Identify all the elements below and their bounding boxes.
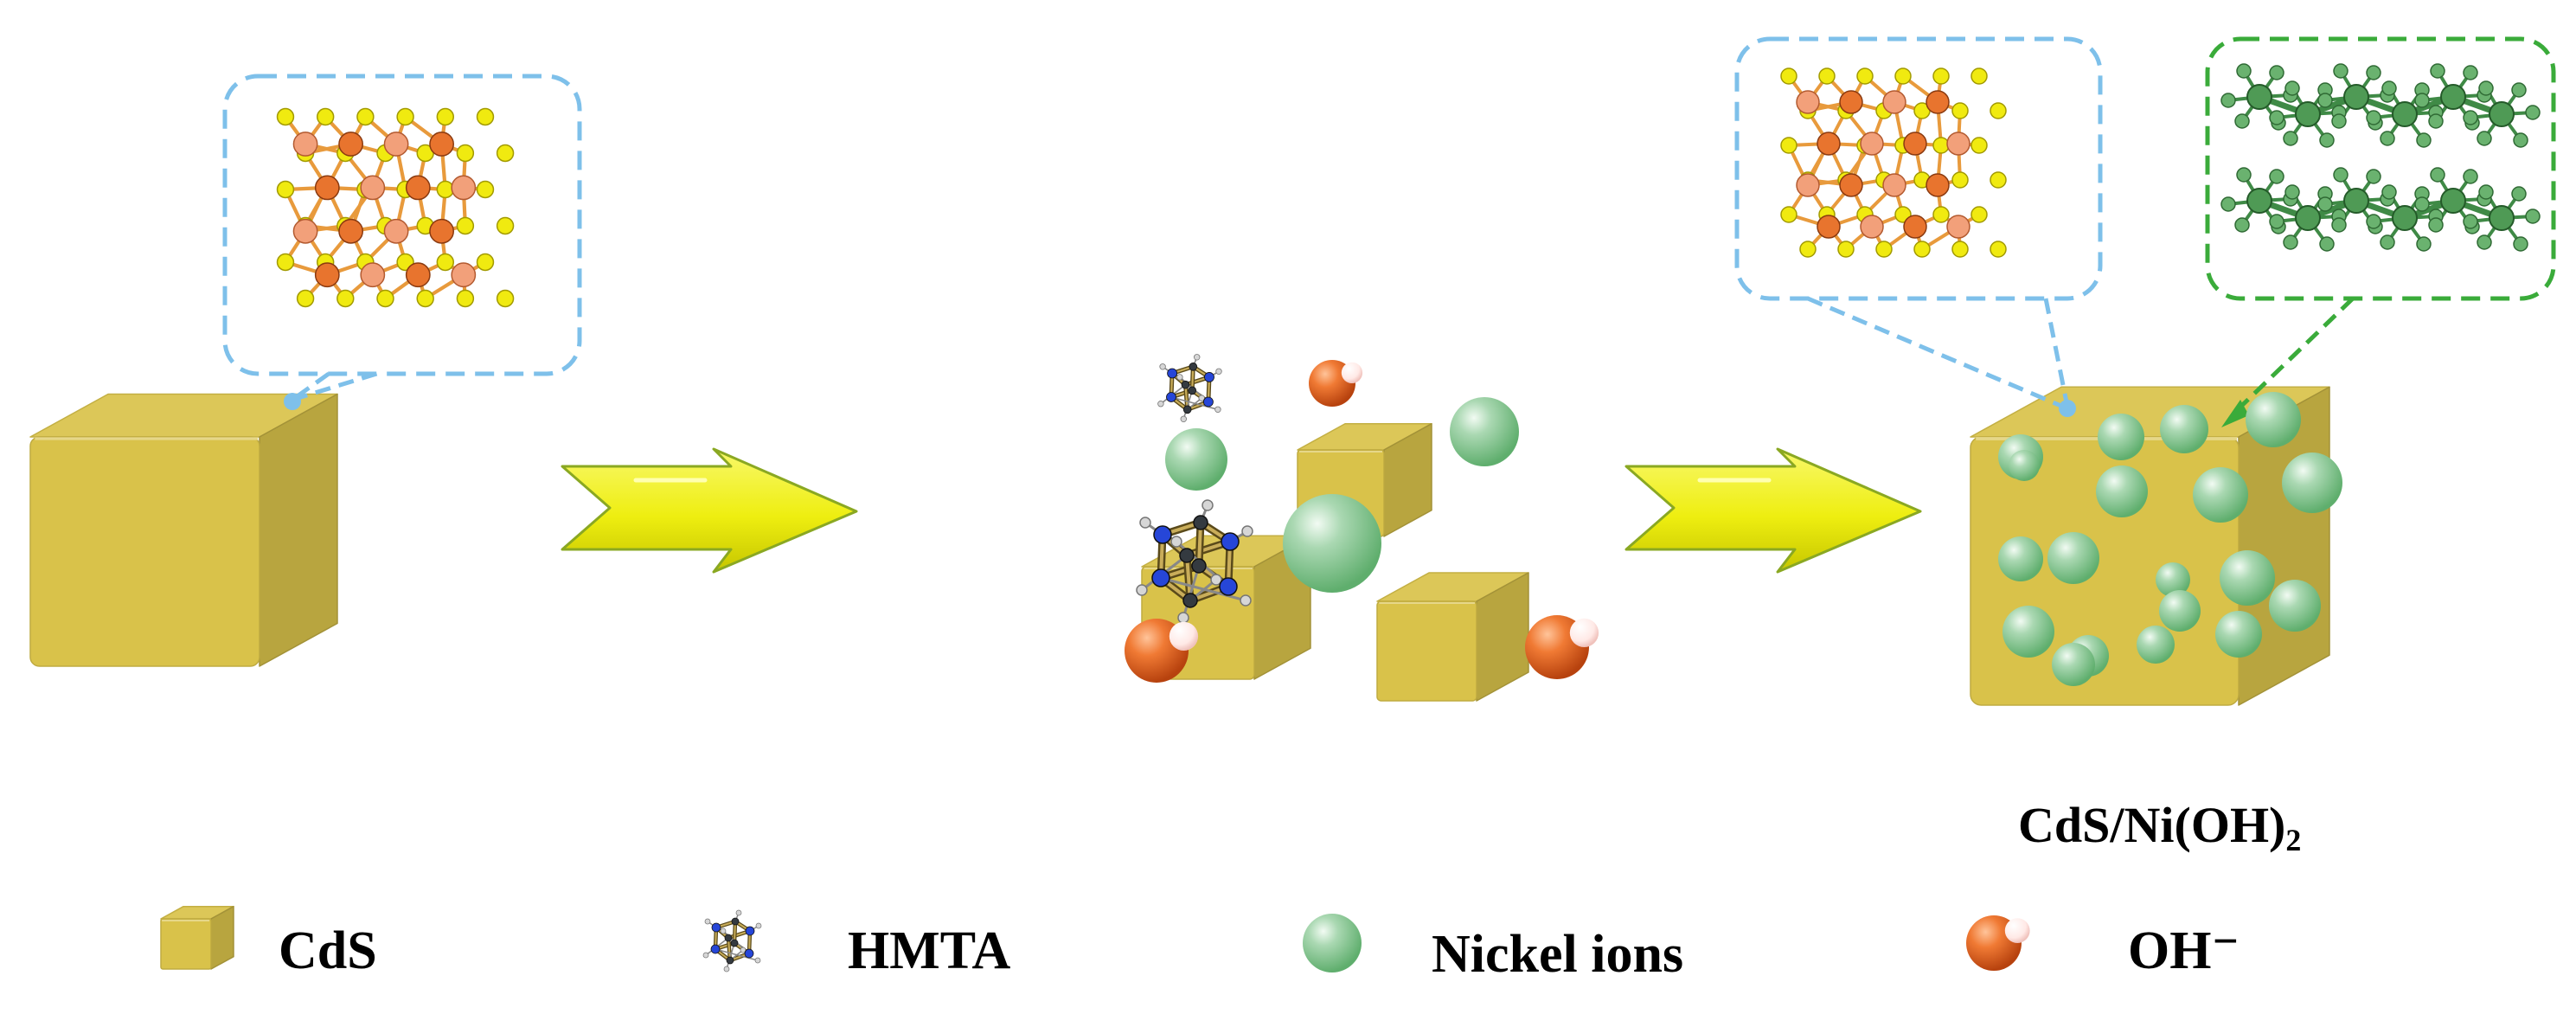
nickel-hydroxide-particle (2002, 606, 2054, 658)
legend-icons (702, 909, 2030, 972)
nickel-hydroxide-particle (1998, 536, 2043, 581)
nickel-hydroxide-particle (2047, 532, 2099, 584)
nickel-hydroxide-particle (2220, 550, 2275, 606)
crystal-callouts (222, 36, 2556, 427)
nickel-hydroxide-particle (2009, 450, 2040, 481)
cds-cube-small-right (1376, 572, 1529, 702)
nioh-callout-pointer (2221, 297, 2355, 427)
nickel-hydroxide-particle (2159, 590, 2201, 632)
nickel-hydroxide-particle (2269, 580, 2321, 632)
hydroxide-ion (1125, 619, 1199, 683)
nickel-hydroxide-crystal-callout (2205, 36, 2556, 301)
nickel-ion-large (1283, 494, 1381, 593)
nickel-hydroxide-particle (2052, 643, 2095, 686)
hydroxide-ion (1525, 615, 1599, 679)
cds-cube-large (29, 393, 338, 667)
nickel-hydroxide-particle (2246, 392, 2301, 447)
nickel-ion (1450, 397, 1519, 466)
hmta-molecule-large (1136, 499, 1253, 624)
nickel-ion (1165, 428, 1227, 491)
nickel-hydroxide-particle (2098, 414, 2144, 460)
nickel-hydroxide-particle (2160, 405, 2208, 453)
legend-label-hmta: HMTA (848, 921, 1011, 980)
legend-hmta-icon (702, 909, 762, 972)
hydroxide-ion (1309, 360, 1363, 407)
nickel-hydroxide-particle (2282, 453, 2342, 513)
legend-nickel-ion-icon (1303, 914, 1362, 972)
callout-anchor-dot (2059, 400, 2076, 417)
legend-label-nickel-ions: Nickel ions (1432, 925, 1684, 984)
nickel-hydroxide-particle (2096, 465, 2148, 517)
legend-label-cds: CdS (279, 921, 377, 980)
nickel-hydroxide-particle (2215, 611, 2262, 658)
process-arrows (561, 447, 1922, 574)
legend-hydroxide-icon (1966, 915, 2030, 971)
nickel-hydroxide-particle (2156, 562, 2190, 597)
cds-crystal-callout-product (1734, 36, 2103, 301)
legend-label-hydroxide: OH⁻ (2128, 921, 2240, 980)
reaction-species (1125, 354, 2342, 686)
process-arrow-1 (561, 447, 858, 574)
nickel-hydroxide-particle (2137, 626, 2175, 664)
nickel-hydroxide-particle (2193, 467, 2248, 523)
callout-anchor-dot (284, 393, 301, 410)
hmta-molecule-small (1157, 354, 1222, 423)
process-arrow-2 (1624, 447, 1922, 574)
legend-cds-cube (160, 905, 234, 970)
cds-crystal-callout (222, 74, 582, 376)
product-label: CdS/Ni(OH)2 (2018, 797, 2302, 858)
